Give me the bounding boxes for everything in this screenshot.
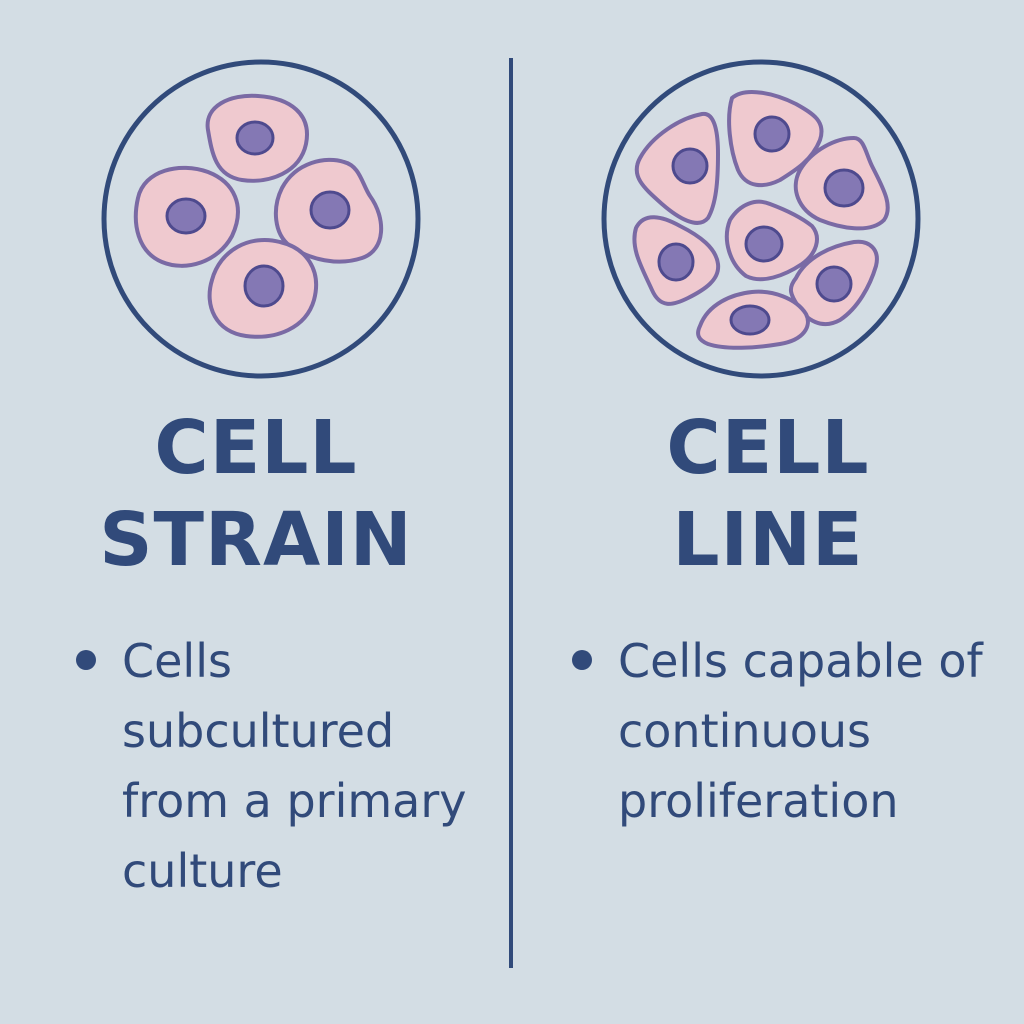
strain-cell-right [273, 157, 384, 264]
line-cell-4 [724, 199, 819, 282]
cell-strain-description: Cells subcultured from a primary culture [122, 634, 467, 898]
cell-line-title: CELL LINE [512, 402, 1024, 586]
cell-strain-title-line2: STRAIN [99, 497, 413, 583]
cell-line-description: Cells capable of continuous proliferatio… [618, 634, 983, 828]
cell-line-title-line1: CELL [666, 405, 870, 491]
line-cell-7 [696, 289, 810, 350]
cell-strain-dish [101, 59, 421, 379]
cell-strain-title: CELL STRAIN [0, 402, 512, 586]
cell-line-panel: CELL LINE Cells capable of continuous pr… [512, 0, 1024, 1024]
strain-cell-bottom [207, 238, 319, 339]
bullet-dot [76, 650, 96, 670]
bullet-dot [572, 650, 592, 670]
cell-line-dish [601, 59, 921, 379]
line-cell-1 [634, 111, 721, 225]
cell-line-title-line2: LINE [672, 497, 864, 583]
cell-strain-title-line1: CELL [154, 405, 358, 491]
line-cell-6 [789, 239, 879, 326]
cell-strain-panel: CELL STRAIN Cells subcultured from a pri… [0, 59, 512, 898]
line-cell-5 [632, 215, 721, 306]
strain-cell-left [133, 165, 240, 268]
center-divider [509, 58, 513, 968]
line-cell-3 [793, 135, 890, 231]
strain-cell-top [205, 93, 309, 183]
